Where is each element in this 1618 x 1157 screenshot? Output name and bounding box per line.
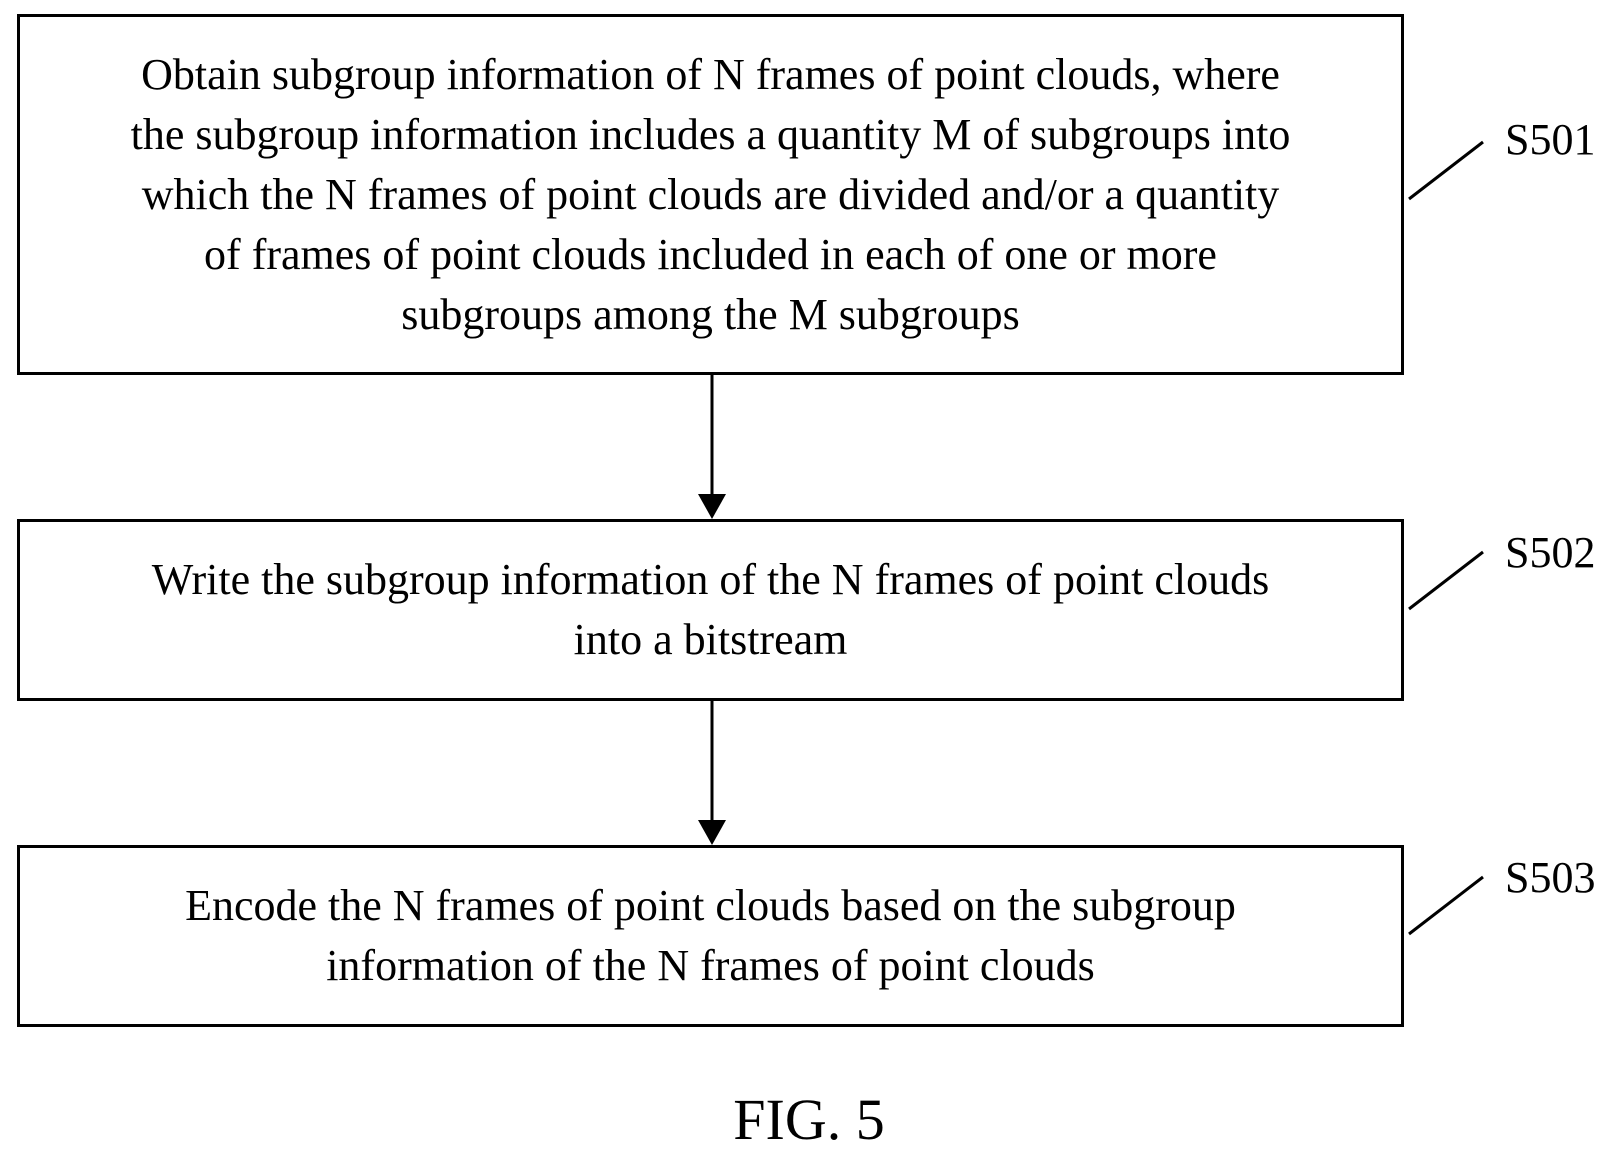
leader-line-s502 xyxy=(1409,552,1483,609)
leader-line-s501 xyxy=(1409,142,1483,199)
leader-line-s503 xyxy=(1409,877,1483,934)
figure-caption: FIG. 5 xyxy=(0,1088,1618,1152)
arrowhead-s503 xyxy=(698,820,726,845)
arrowhead-s502 xyxy=(698,494,726,519)
